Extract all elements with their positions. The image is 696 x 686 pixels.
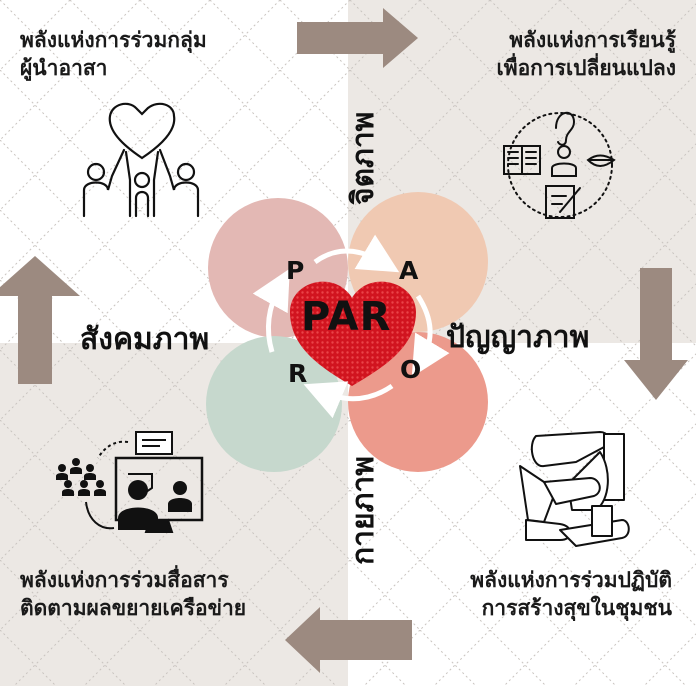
caption-bottom-right: พลังแห่งการร่วมปฏิบัติ การสร้างสุขในชุมช…: [470, 566, 672, 623]
caption-line: พลังแห่งการเรียนรู้: [509, 28, 676, 52]
video-conference-icon: [56, 431, 204, 533]
letter-a: A: [399, 256, 419, 285]
letter-r: R: [288, 359, 308, 388]
dimension-left-label: สังคมภาพ: [80, 322, 210, 357]
petal-bottom-right: [348, 332, 488, 472]
stacked-hands-icon: [519, 431, 630, 547]
cycle-arrow-icon: [411, 294, 450, 378]
cycle-arrow-icon: [303, 381, 394, 419]
arrow-left-icon: [285, 607, 412, 673]
caption-top-right: พลังแห่งการเรียนรู้ เพื่อการเปลี่ยนแปลง: [497, 26, 676, 83]
caption-line: ติดตามผลขยายเครือข่าย: [20, 596, 247, 621]
dimension-top-label: จิตภาพ: [346, 111, 381, 205]
petal-bottom-left: [206, 336, 342, 472]
caption-bottom-left: พลังแห่งการร่วมสื่อสาร ติดตามผลขยายเครือ…: [20, 566, 246, 623]
caption-line: พลังแห่งการร่วมกลุ่ม: [20, 28, 207, 52]
center-label: PAR: [301, 294, 392, 340]
arrow-down-icon: [624, 268, 688, 400]
cycle-arrow-icon: [313, 234, 400, 273]
dimension-bottom-label: กายภาพ: [346, 456, 381, 565]
learning-icon: [503, 112, 616, 219]
caption-line: การสร้างสุขในชุมชน: [481, 596, 672, 621]
caption-line: พลังแห่งการร่วมสื่อสาร: [20, 568, 229, 592]
arrow-up-icon: [0, 256, 80, 384]
dimension-right-label: ปัญญาภาพ: [446, 320, 590, 355]
letter-o: O: [400, 355, 422, 384]
caption-line: พลังแห่งการร่วมปฏิบัติ: [470, 568, 672, 592]
letter-p: P: [286, 256, 305, 285]
heart-hands-icon: [82, 102, 200, 218]
arrow-right-icon: [297, 8, 418, 68]
cycle-arrow-icon: [252, 268, 290, 353]
caption-line: ผู้นำอาสา: [20, 56, 108, 81]
caption-line: เพื่อการเปลี่ยนแปลง: [496, 56, 676, 81]
caption-top-left: พลังแห่งการร่วมกลุ่ม ผู้นำอาสา: [20, 26, 207, 83]
